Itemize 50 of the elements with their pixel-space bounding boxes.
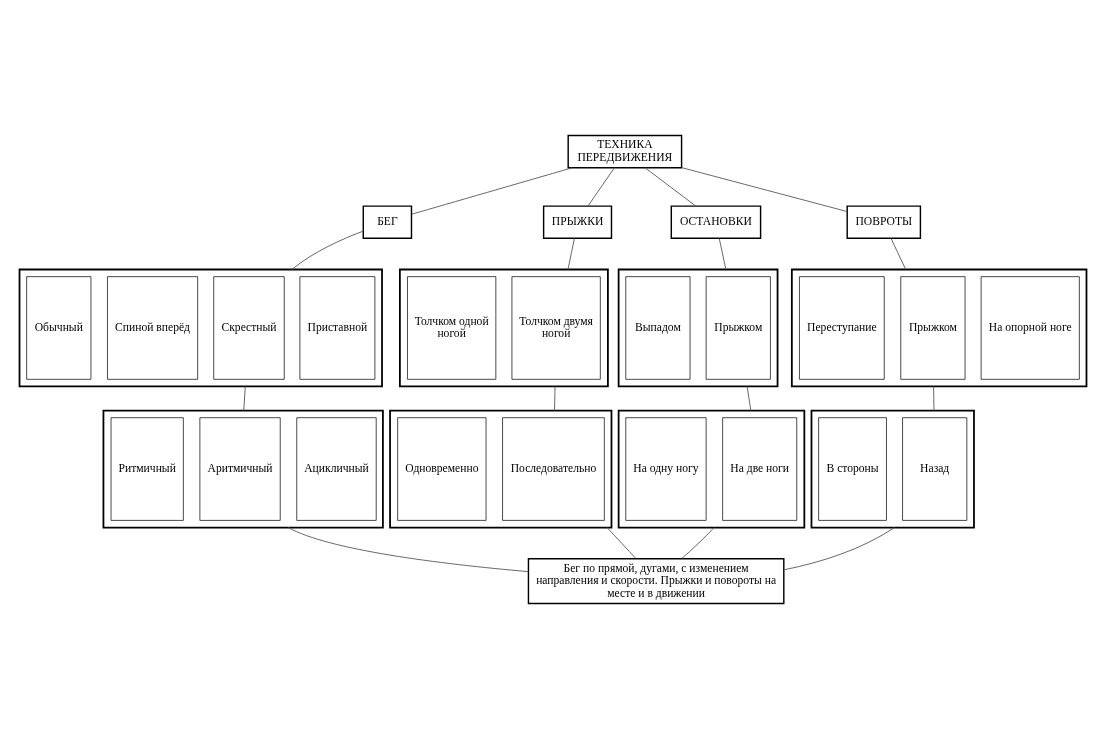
connector [291, 230, 364, 270]
cluster [399, 268, 609, 387]
node-box: Аритмичный [199, 416, 281, 521]
connector [746, 385, 752, 411]
connector [411, 166, 573, 215]
node-box: На две ноги [722, 416, 798, 521]
cluster [18, 268, 383, 387]
cluster [389, 409, 613, 528]
connector [718, 237, 727, 270]
node-box: Назад [902, 416, 968, 521]
node-box: Последовательно [502, 416, 605, 521]
node-box: БЕГ [362, 204, 413, 239]
node-box: На одну ногу [625, 416, 707, 521]
connector [606, 526, 637, 559]
connector [933, 385, 935, 411]
node-box: Прыжком [705, 275, 771, 380]
node-box: Обычный [26, 275, 92, 380]
cluster [102, 409, 384, 528]
node-box: Выпадом [625, 275, 691, 380]
connector [681, 526, 715, 559]
cluster [790, 268, 1088, 387]
node-box: В стороны [818, 416, 887, 521]
node-box: Скрестный [213, 275, 285, 380]
connector [587, 166, 615, 206]
connector [243, 385, 246, 411]
node-box: На опорной ноге [980, 275, 1080, 380]
connector [644, 166, 697, 206]
node-box: ОСТАНОВКИ [670, 204, 762, 239]
node-box: ПОВРОТЫ [846, 204, 922, 239]
node-box: Приставной [299, 275, 376, 380]
node-box: ПРЫЖКИ [542, 204, 613, 239]
node-box: Прыжком [900, 275, 966, 380]
connector [554, 385, 556, 411]
node-box: Бег по прямой, дугами, с изменением направления и скорости. Прыжки и повороты на месте и в движении [527, 557, 785, 604]
node-box: Толчком двумя ногой [511, 275, 601, 380]
connector [783, 526, 895, 570]
connector [567, 237, 575, 270]
node-box: Спиной вперёд [107, 275, 198, 380]
cluster [810, 409, 975, 528]
node-box: ТЕХНИКА ПЕРЕДВИЖЕНИЯ [567, 134, 683, 168]
node-box: Ритмичный [110, 416, 184, 521]
node-box: Толчком одной ногой [407, 275, 497, 380]
connector [890, 237, 907, 270]
cluster [617, 268, 779, 387]
node-box: Одновременно [397, 416, 487, 521]
connector [681, 166, 848, 212]
cluster [617, 409, 806, 528]
connector [287, 526, 529, 572]
node-box: Ацикличный [296, 416, 377, 521]
node-box: Переступание [799, 275, 885, 380]
